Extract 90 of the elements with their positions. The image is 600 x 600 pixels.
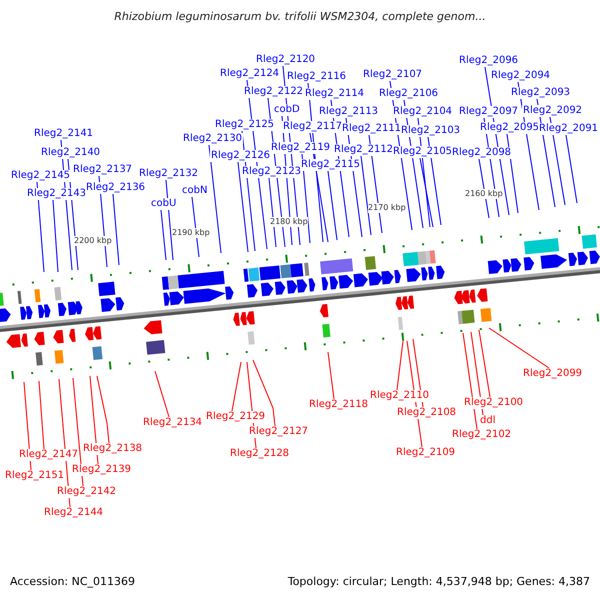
gene-label: Rleg2_2094: [490, 70, 552, 82]
footer-text: Topology: circular; Length: 4,537,948 bp; Genes: 4,387: [288, 575, 590, 589]
gene-label: Rleg2_2125: [214, 119, 276, 131]
gene-label: Rleg2_2098: [451, 147, 512, 159]
gene-label: Rleg2_2112: [333, 144, 394, 156]
gene-label: Rleg2_2137: [72, 164, 134, 176]
gene-label: Rleg2_2151: [4, 470, 66, 482]
gene-label: Rleg2_2124: [219, 68, 280, 80]
leader-line: [38, 380, 44, 450]
gene-label: Rleg2_2108: [396, 407, 458, 419]
gene-label: Rleg2_2105: [392, 146, 454, 158]
leader-line: [420, 158, 434, 228]
leader-line: [24, 382, 32, 470]
gene-label: Rleg2_2144: [43, 507, 104, 519]
leader-line: [566, 134, 578, 204]
gene-label: Rleg2_2099: [522, 368, 584, 380]
map-title: Rhizobium leguminosarum bv. trifolii WSM2304, complete genom...: [113, 10, 487, 24]
gene-label: Rleg2_2140: [40, 147, 102, 159]
leader-line: [360, 156, 372, 236]
gene-label: Rleg2_2092: [522, 105, 584, 117]
gene-label: Rleg2_2097: [458, 106, 520, 118]
gene-label: Rleg2_2123: [241, 166, 302, 178]
gene-label: Rleg2_2102: [451, 429, 512, 441]
leader-line: [192, 196, 200, 258]
leader-line: [36, 182, 44, 272]
leader-line: [72, 378, 84, 486]
leader-line: [488, 328, 550, 368]
scale-label: 2170 kbp: [368, 203, 406, 213]
leader-line: [328, 352, 334, 400]
gene-label: Rleg2_2128: [229, 448, 290, 460]
gene-label: Rleg2_2139: [71, 464, 132, 476]
gene-label: Rleg2_2119: [270, 142, 332, 154]
leader-line: [302, 154, 310, 244]
gene-label: Rleg2_2120: [255, 54, 316, 66]
gene-label: Rleg2_2109: [395, 447, 456, 459]
scale-label: 2160 kbp: [465, 189, 503, 199]
gene-label: Rleg2_2107: [362, 69, 424, 81]
scale-label: 2190 kbp: [172, 228, 210, 238]
gene-label: Rleg2_2142: [56, 486, 118, 498]
gene-label: Rleg2_2095: [479, 122, 540, 134]
gene-label: Rleg2_2116: [286, 71, 348, 83]
gene-label: Rleg2_2147: [18, 449, 80, 461]
gene-label: Rleg2_2141: [33, 128, 94, 140]
leader-line: [90, 376, 98, 464]
leader-line: [268, 178, 276, 248]
leader-line: [112, 194, 120, 266]
gene-label: Rleg2_2138: [82, 443, 144, 455]
leader-line: [550, 116, 566, 206]
gene-label: cobD: [273, 104, 301, 116]
leader-line: [428, 136, 442, 226]
gene-label: Rleg2_2132: [138, 168, 200, 180]
leader-line: [160, 210, 166, 260]
gene-label: Rleg2_2103: [400, 125, 462, 137]
scale-label: 2180 kbp: [270, 217, 308, 227]
leader-line: [52, 200, 58, 272]
gene-label: Rleg2_2118: [308, 399, 370, 411]
gene-label: Rleg2_2129: [205, 411, 266, 423]
gene-label: Rleg2_2145: [10, 170, 72, 182]
gene-label: Rleg2_2100: [463, 397, 524, 409]
gene-label: cobU: [150, 198, 178, 210]
leader-line: [208, 144, 222, 254]
leader-line: [252, 360, 276, 426]
leader-line: [154, 370, 170, 418]
gene-label: Rleg2_2104: [392, 106, 454, 118]
gene-label: Rleg2_2096: [458, 55, 520, 67]
gene-label: Rleg2_2136: [85, 182, 146, 194]
gene-label: Rleg2_2114: [304, 88, 366, 100]
gene-label: Rleg2_2134: [142, 417, 204, 429]
gene-label: Rleg2_2143: [26, 188, 88, 200]
footer-text: Accession: NC_011369: [10, 575, 136, 589]
gene-label: Rleg2_2115: [300, 159, 362, 171]
gene-label: Rleg2_2091: [538, 123, 600, 135]
gene-label: Rleg2_2126: [210, 150, 272, 162]
leader-line: [478, 330, 490, 398]
leader-line: [462, 332, 478, 430]
gene-label: Rleg2_2106: [378, 88, 440, 100]
gene-label: Rleg2_2130: [182, 133, 244, 145]
leader-line: [96, 376, 110, 444]
scale-label: 2200 kbp: [74, 236, 112, 246]
gene-label: Rleg2_2117: [282, 121, 344, 133]
gene-label: Rleg2_2111: [341, 123, 402, 135]
gene-label: Rleg2_2122: [243, 86, 304, 98]
gene-label: Rleg2_2127: [248, 426, 310, 438]
leader-line: [328, 170, 338, 240]
leader-line: [238, 162, 248, 252]
gene-label: Rleg2_2113: [318, 106, 380, 118]
leader-line: [232, 362, 242, 412]
leader-line: [396, 340, 404, 390]
gene-label: Rleg2_2110: [369, 390, 430, 402]
gene-label: Rleg2_2093: [510, 87, 572, 99]
